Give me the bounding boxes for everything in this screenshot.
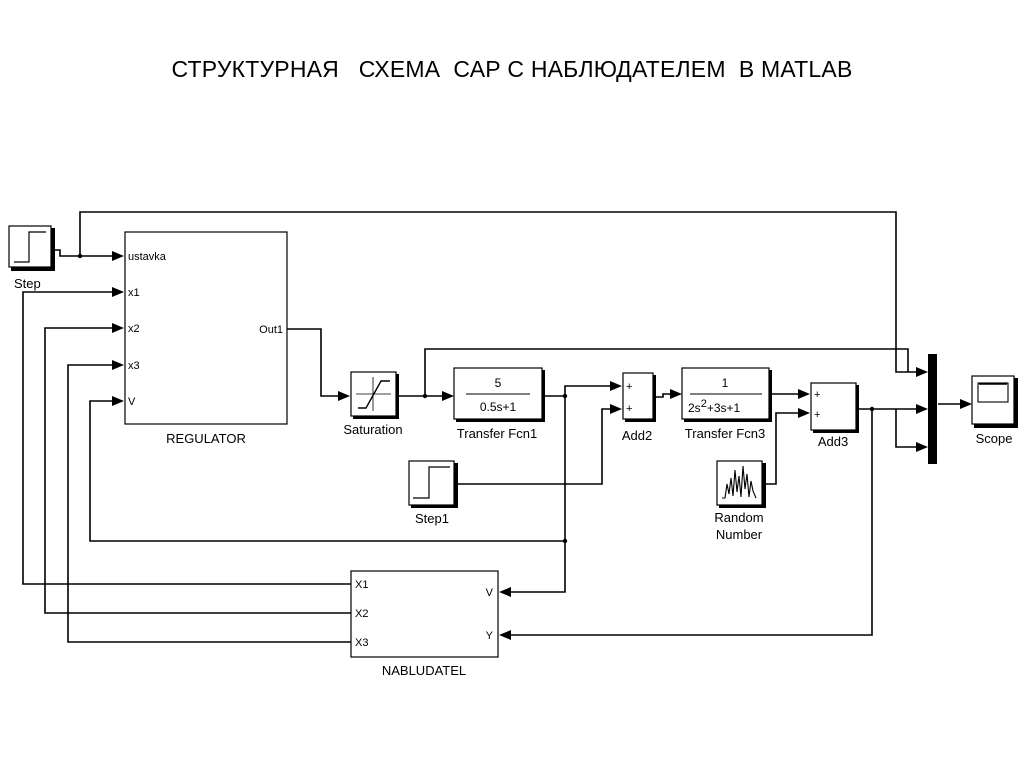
nabludatel-port-y: Y bbox=[486, 630, 494, 642]
junction-dots bbox=[77, 253, 875, 544]
regulator-port-x3: x3 bbox=[128, 360, 140, 372]
nabludatel-port-x2: X2 bbox=[355, 608, 368, 620]
wire-add2-tf3[interactable] bbox=[654, 393, 672, 398]
nabludatel-block[interactable]: X1 X2 X3 V Y NABLUDATEL bbox=[350, 570, 499, 678]
tf3-label: Transfer Fcn3 bbox=[685, 426, 765, 441]
scope-label: Scope bbox=[976, 431, 1013, 446]
add3-label: Add3 bbox=[818, 434, 848, 449]
random-number-block[interactable]: Random Number bbox=[714, 460, 766, 542]
wire-x3-feedback[interactable] bbox=[67, 364, 351, 643]
regulator-port-out1: Out1 bbox=[259, 324, 283, 336]
wire-v-feedback[interactable] bbox=[89, 400, 565, 542]
wire-tf1-add2[interactable] bbox=[543, 385, 612, 397]
tf1-numerator: 5 bbox=[495, 376, 502, 390]
tf3-denominator: 2s2+3s+1 bbox=[688, 398, 741, 415]
random-label-line1: Random bbox=[714, 510, 763, 525]
random-label-line2: Number bbox=[716, 527, 763, 542]
regulator-label: REGULATOR bbox=[166, 431, 246, 446]
nabludatel-port-v: V bbox=[486, 587, 494, 599]
add2-block[interactable]: + + Add2 bbox=[622, 372, 656, 443]
step1-label: Step1 bbox=[415, 511, 449, 526]
saturation-label: Saturation bbox=[343, 422, 402, 437]
wire-step1-add2[interactable] bbox=[456, 408, 612, 485]
wire-saturation-scope[interactable] bbox=[424, 348, 909, 396]
scope-block[interactable]: Scope bbox=[971, 375, 1018, 446]
add3-sign2: + bbox=[814, 409, 820, 421]
regulator-block[interactable]: ustavka x1 x2 x3 V Out1 REGULATOR bbox=[124, 231, 288, 446]
regulator-port-x2: x2 bbox=[128, 323, 140, 335]
step-label: Step bbox=[14, 276, 41, 291]
nabludatel-label: NABLUDATEL bbox=[382, 663, 466, 678]
wire-step-scope[interactable] bbox=[79, 211, 918, 373]
signal-lines bbox=[22, 211, 962, 643]
tf1-denominator: 0.5s+1 bbox=[480, 400, 517, 414]
transfer-fcn1-block[interactable]: 5 0.5s+1 Transfer Fcn1 bbox=[453, 367, 545, 441]
add3-sign1: + bbox=[814, 389, 820, 401]
wire-tf1-nabludatel-v[interactable] bbox=[511, 396, 566, 593]
add2-sign2: + bbox=[626, 403, 632, 415]
transfer-fcn3-block[interactable]: 1 2s2+3s+1 Transfer Fcn3 bbox=[681, 367, 772, 441]
wire-x1-feedback[interactable] bbox=[22, 291, 351, 585]
mux-block[interactable] bbox=[928, 354, 937, 464]
wire-add3-nabludatel-y[interactable] bbox=[511, 409, 873, 636]
nabludatel-port-x1: X1 bbox=[355, 579, 368, 591]
regulator-port-ustavka: ustavka bbox=[128, 251, 167, 263]
wire-random-add3[interactable] bbox=[764, 412, 800, 485]
add2-sign1: + bbox=[626, 381, 632, 393]
tf1-label: Transfer Fcn1 bbox=[457, 426, 537, 441]
step1-block[interactable]: Step1 bbox=[408, 460, 458, 526]
wire-x2-feedback[interactable] bbox=[44, 327, 351, 614]
regulator-port-v: V bbox=[128, 396, 136, 408]
step-block[interactable]: Step bbox=[8, 225, 55, 291]
tf3-numerator: 1 bbox=[722, 376, 729, 390]
wire-step-ustavka[interactable] bbox=[52, 249, 113, 257]
saturation-block[interactable]: Saturation bbox=[343, 371, 403, 437]
add3-block[interactable]: + + Add3 bbox=[810, 382, 859, 449]
page-title: СТРУКТУРНАЯ СХЕМА САР С НАБЛЮДАТЕЛЕМ В M… bbox=[171, 56, 853, 82]
wire-sat-mux3[interactable] bbox=[895, 409, 918, 448]
wire-regulator-saturation[interactable] bbox=[287, 328, 340, 397]
nabludatel-port-x3: X3 bbox=[355, 637, 368, 649]
regulator-port-x1: x1 bbox=[128, 287, 140, 299]
arrowheads bbox=[112, 251, 972, 640]
add2-label: Add2 bbox=[622, 428, 652, 443]
